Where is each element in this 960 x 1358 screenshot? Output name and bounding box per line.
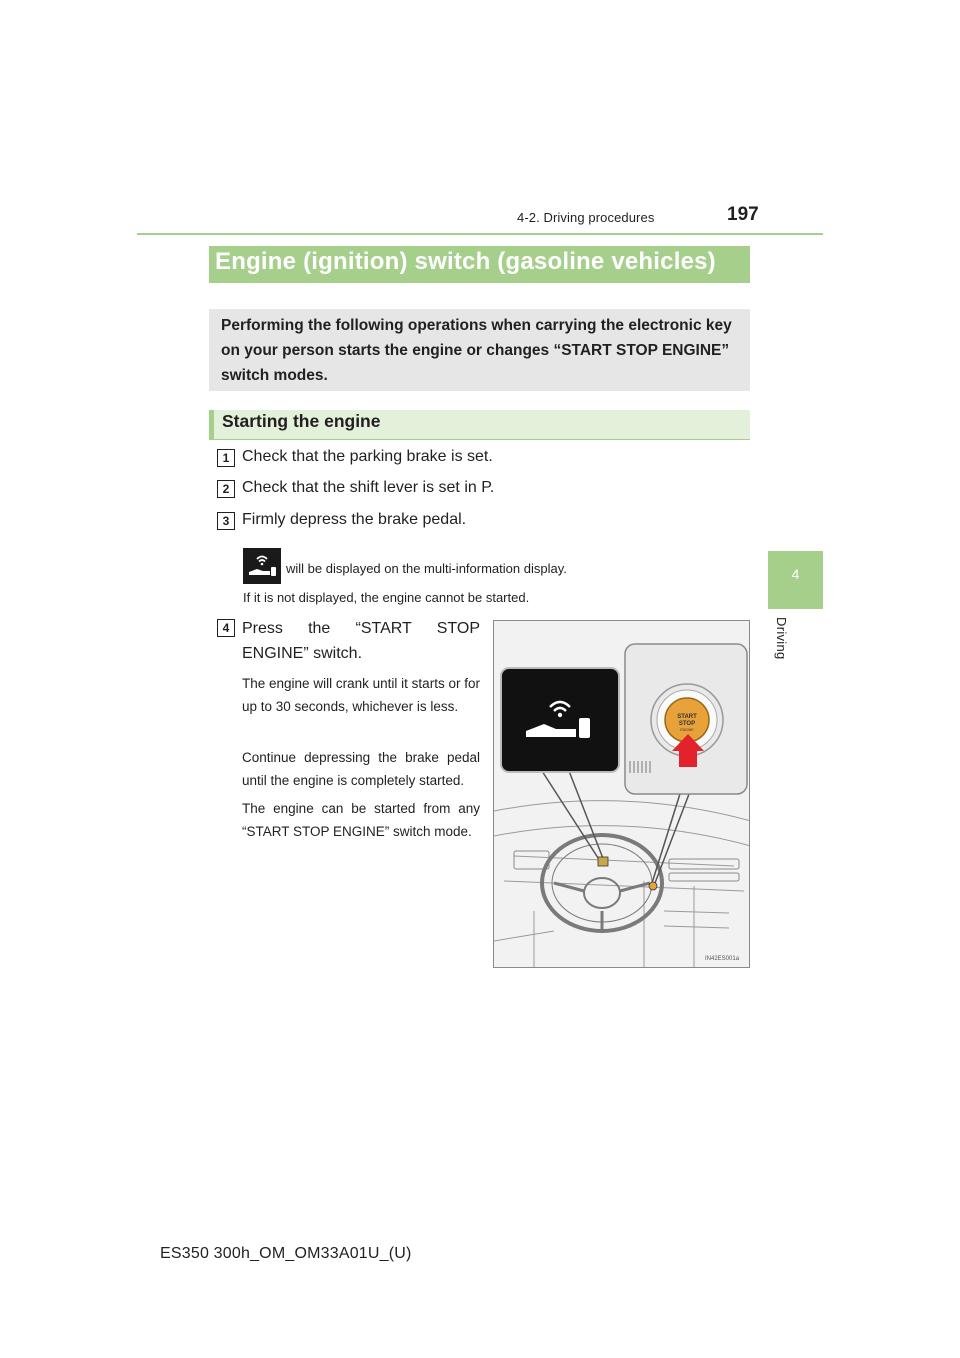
step-number-4: 4 — [217, 619, 235, 637]
step-1-text: Check that the parking brake is set. — [242, 448, 493, 465]
step-4-note-1: The engine will crank until it starts or… — [242, 676, 480, 714]
step-4-note-2: Continue depressing the brake pedal unti… — [242, 750, 480, 788]
step-number-2: 2 — [217, 480, 235, 498]
intro-text: Performing the following operations when… — [221, 317, 732, 384]
chapter-number: 4 — [791, 566, 800, 582]
subsection-bar — [209, 410, 750, 440]
step-3-text: Firmly depress the brake pedal. — [242, 511, 467, 528]
page-number: 197 — [727, 204, 759, 225]
key-indicator-icon — [243, 548, 281, 584]
section-heading: 4-2. Driving procedures — [517, 210, 655, 225]
step-number-1: 1 — [217, 449, 235, 467]
subsection-title: Starting the engine — [222, 411, 381, 431]
button-label-start: START — [677, 714, 697, 720]
chapter-tab — [768, 551, 823, 609]
button-label-engine: ENGINE — [680, 728, 694, 732]
illustration-code: IN42ES001a — [705, 956, 740, 962]
not-displayed-note: If it is not displayed, the engine canno… — [243, 590, 530, 605]
document-footer: ES350 300h_OM_OM33A01U_(U) — [160, 1245, 412, 1262]
step-2-text: Check that the shift lever is set in P. — [242, 479, 495, 496]
chapter-label: Driving — [774, 617, 789, 660]
indicator-note: will be displayed on the multi-informati… — [286, 561, 567, 576]
step-4-note-3: The engine can be started from any “STAR… — [242, 801, 480, 839]
header-divider — [137, 233, 823, 235]
step-number-3: 3 — [217, 512, 235, 530]
step-4-text: Press the “START STOP ENGINE” switch. — [242, 620, 480, 662]
page-title: Engine (ignition) switch (gasoline vehic… — [215, 248, 716, 275]
dashboard-illustration: START STOP ENGINE — [493, 620, 750, 968]
title-bar — [209, 246, 750, 283]
intro-box — [209, 309, 750, 391]
button-label-stop: STOP — [679, 721, 695, 727]
